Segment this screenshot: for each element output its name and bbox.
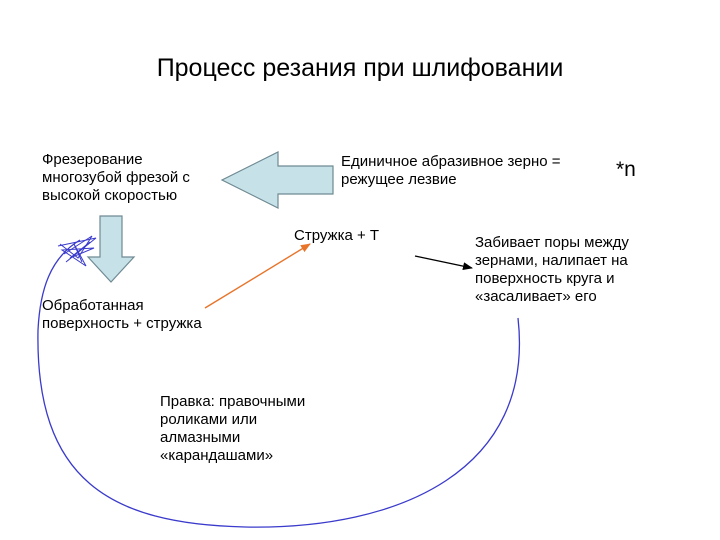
- machined-surface-label: Обработанная поверхность + стружка: [42, 297, 262, 333]
- grain-count-suffix: *n: [616, 158, 636, 181]
- machined-surface-label-line: поверхность + стружка: [42, 315, 202, 332]
- dressing-label-line: алмазными: [160, 429, 241, 446]
- clogging-label-line: поверхность круга и: [475, 270, 615, 287]
- clogging-label-line: Забивает поры между: [475, 234, 629, 251]
- milling-to-surface-block-arrow: [86, 215, 136, 283]
- surface-to-chip-arrow: [204, 243, 311, 309]
- dressing-label-line: «карандашами»: [160, 447, 274, 464]
- dressing-label-line: Правка: правочными: [160, 393, 306, 410]
- milling-label-line: Фрезерование: [42, 151, 143, 168]
- abrasive-grain-label: Единичное абразивное зерно = режущее лез…: [341, 153, 621, 189]
- dressing-loop-curve: [37, 239, 521, 528]
- milling-label-line: высокой скоростью: [42, 187, 178, 204]
- clogging-label: Забивает поры между зернами, налипает на…: [475, 234, 685, 306]
- clogging-label-line: зернами, налипает на: [475, 252, 628, 269]
- machined-surface-label-line: Обработанная: [42, 297, 144, 314]
- clogging-label-line: «засаливает» его: [475, 288, 597, 305]
- grain-to-milling-block-arrow: [220, 151, 334, 209]
- milling-label-line: многозубой фрезой с: [42, 169, 190, 186]
- abrasive-grain-label-line: режущее лезвие: [341, 171, 457, 188]
- scribble-icon: [57, 235, 97, 267]
- dressing-label-line: роликами или: [160, 411, 258, 428]
- milling-label: Фрезерование многозубой фрезой с высокой…: [42, 151, 247, 205]
- chip-heat-label: Стружка + Т: [294, 227, 380, 244]
- dressing-label: Правка: правочными роликами или алмазным…: [160, 393, 360, 465]
- abrasive-grain-label-line: Единичное абразивное зерно =: [341, 153, 561, 170]
- slide-title: Процесс резания при шлифовании: [156, 54, 564, 82]
- to-clogging-arrow: [414, 255, 473, 271]
